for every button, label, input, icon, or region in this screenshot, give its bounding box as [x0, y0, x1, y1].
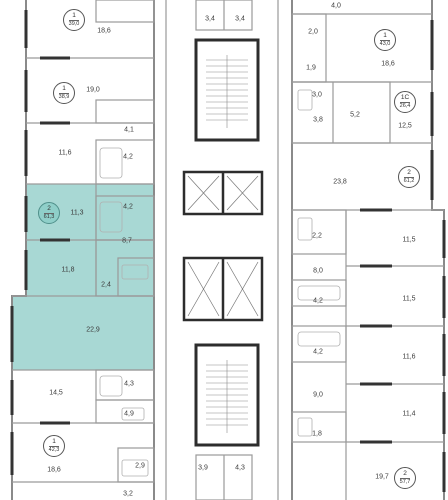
room-area-label: 3,8: [313, 116, 323, 124]
room-area-label: 19,7: [375, 473, 389, 481]
apartment-badge[interactable]: 1 39,0: [63, 9, 85, 31]
room-area-label: 18,6: [97, 27, 111, 35]
apartment-area: 43,0: [379, 40, 391, 47]
elevator-shafts: [182, 170, 264, 322]
room-area-label: 4,2: [123, 203, 133, 211]
right-block-partitions: [291, 13, 444, 500]
apartment-area: 61,3: [43, 213, 55, 220]
apartment-badge[interactable]: 2 57,7: [394, 467, 416, 489]
room-area-label: 11,4: [402, 410, 416, 418]
apartment-rooms: 1: [62, 84, 66, 92]
room-area-label: 2,2: [312, 232, 322, 240]
apartment-area: 39,0: [68, 20, 80, 27]
room-area-label: 3,4: [205, 15, 215, 23]
room-area-label: 3,4: [235, 15, 245, 23]
room-area-label: 19,0: [86, 86, 100, 94]
room-area-label: 2,0: [308, 28, 318, 36]
room-area-label: 18,6: [47, 466, 61, 474]
room-area-label: 3,0: [312, 91, 322, 99]
room-area-label: 11,8: [61, 266, 75, 274]
left-block-partitions: [12, 0, 155, 483]
stairwells: [194, 38, 260, 447]
room-area-label: 4,3: [124, 380, 134, 388]
apartment-badge[interactable]: 1С 26,4: [394, 91, 416, 113]
room-area-label: 14,5: [49, 389, 63, 397]
apartment-badge[interactable]: 1 38,9: [53, 82, 75, 104]
right-window-marks: [360, 20, 446, 492]
left-fixtures: [99, 147, 149, 477]
apartment-badge-selected[interactable]: 2 61,3: [38, 202, 60, 224]
room-area-label: 12,5: [398, 122, 412, 130]
right-block-walls: [291, 0, 445, 500]
room-area-label: 8,7: [122, 237, 132, 245]
apartment-rooms: 1С: [400, 93, 410, 101]
room-area-label: 22,9: [86, 326, 100, 334]
room-area-label: 4,9: [124, 410, 134, 418]
room-area-label: 2,9: [135, 462, 145, 470]
apartment-area: 42,3: [48, 446, 60, 453]
room-area-label: 3,9: [198, 464, 208, 472]
room-area-label: 23,8: [333, 178, 347, 186]
room-area-label: 1,8: [312, 430, 322, 438]
apartment-area: 38,9: [58, 93, 70, 100]
room-area-label: 11,6: [402, 353, 416, 361]
apartment-badge[interactable]: 2 61,2: [398, 166, 420, 188]
stair-steps: [206, 55, 248, 433]
apartment-rooms: 2: [407, 168, 411, 176]
apartment-area: 26,4: [399, 102, 411, 109]
corridor-walls: [165, 0, 279, 500]
room-area-label: 3,2: [123, 490, 133, 498]
apartment-rooms: 1: [52, 437, 56, 445]
room-area-label: 1,9: [306, 64, 316, 72]
room-area-label: 5,2: [350, 111, 360, 119]
room-area-label: 18,6: [381, 60, 395, 68]
apartment-rooms: 2: [403, 469, 407, 477]
apartment-rooms: 1: [72, 11, 76, 19]
room-area-label: 4,2: [313, 297, 323, 305]
room-area-label: 4,3: [235, 464, 245, 472]
apartment-rooms: 2: [47, 204, 51, 212]
room-area-label: 11,3: [70, 209, 84, 217]
room-area-label: 9,0: [313, 391, 323, 399]
elevator-cross-marks: [187, 175, 259, 317]
left-window-marks: [10, 10, 70, 475]
room-area-label: 4,0: [331, 2, 341, 10]
room-area-label: 11,5: [402, 295, 416, 303]
room-area-label: 4,2: [313, 348, 323, 356]
room-area-label: 4,2: [123, 153, 133, 161]
room-area-label: 11,5: [402, 236, 416, 244]
room-area-label: 2,4: [101, 281, 111, 289]
room-area-label: 4,1: [124, 126, 134, 134]
apartment-badge[interactable]: 1 43,0: [374, 29, 396, 51]
apartment-area: 57,7: [399, 478, 411, 485]
apartment-area: 61,2: [403, 177, 415, 184]
right-fixtures: [297, 89, 341, 437]
apartment-badge[interactable]: 1 42,3: [43, 435, 65, 457]
room-area-label: 8,0: [313, 267, 323, 275]
apartment-rooms: 1: [383, 31, 387, 39]
room-area-label: 11,6: [58, 149, 72, 157]
